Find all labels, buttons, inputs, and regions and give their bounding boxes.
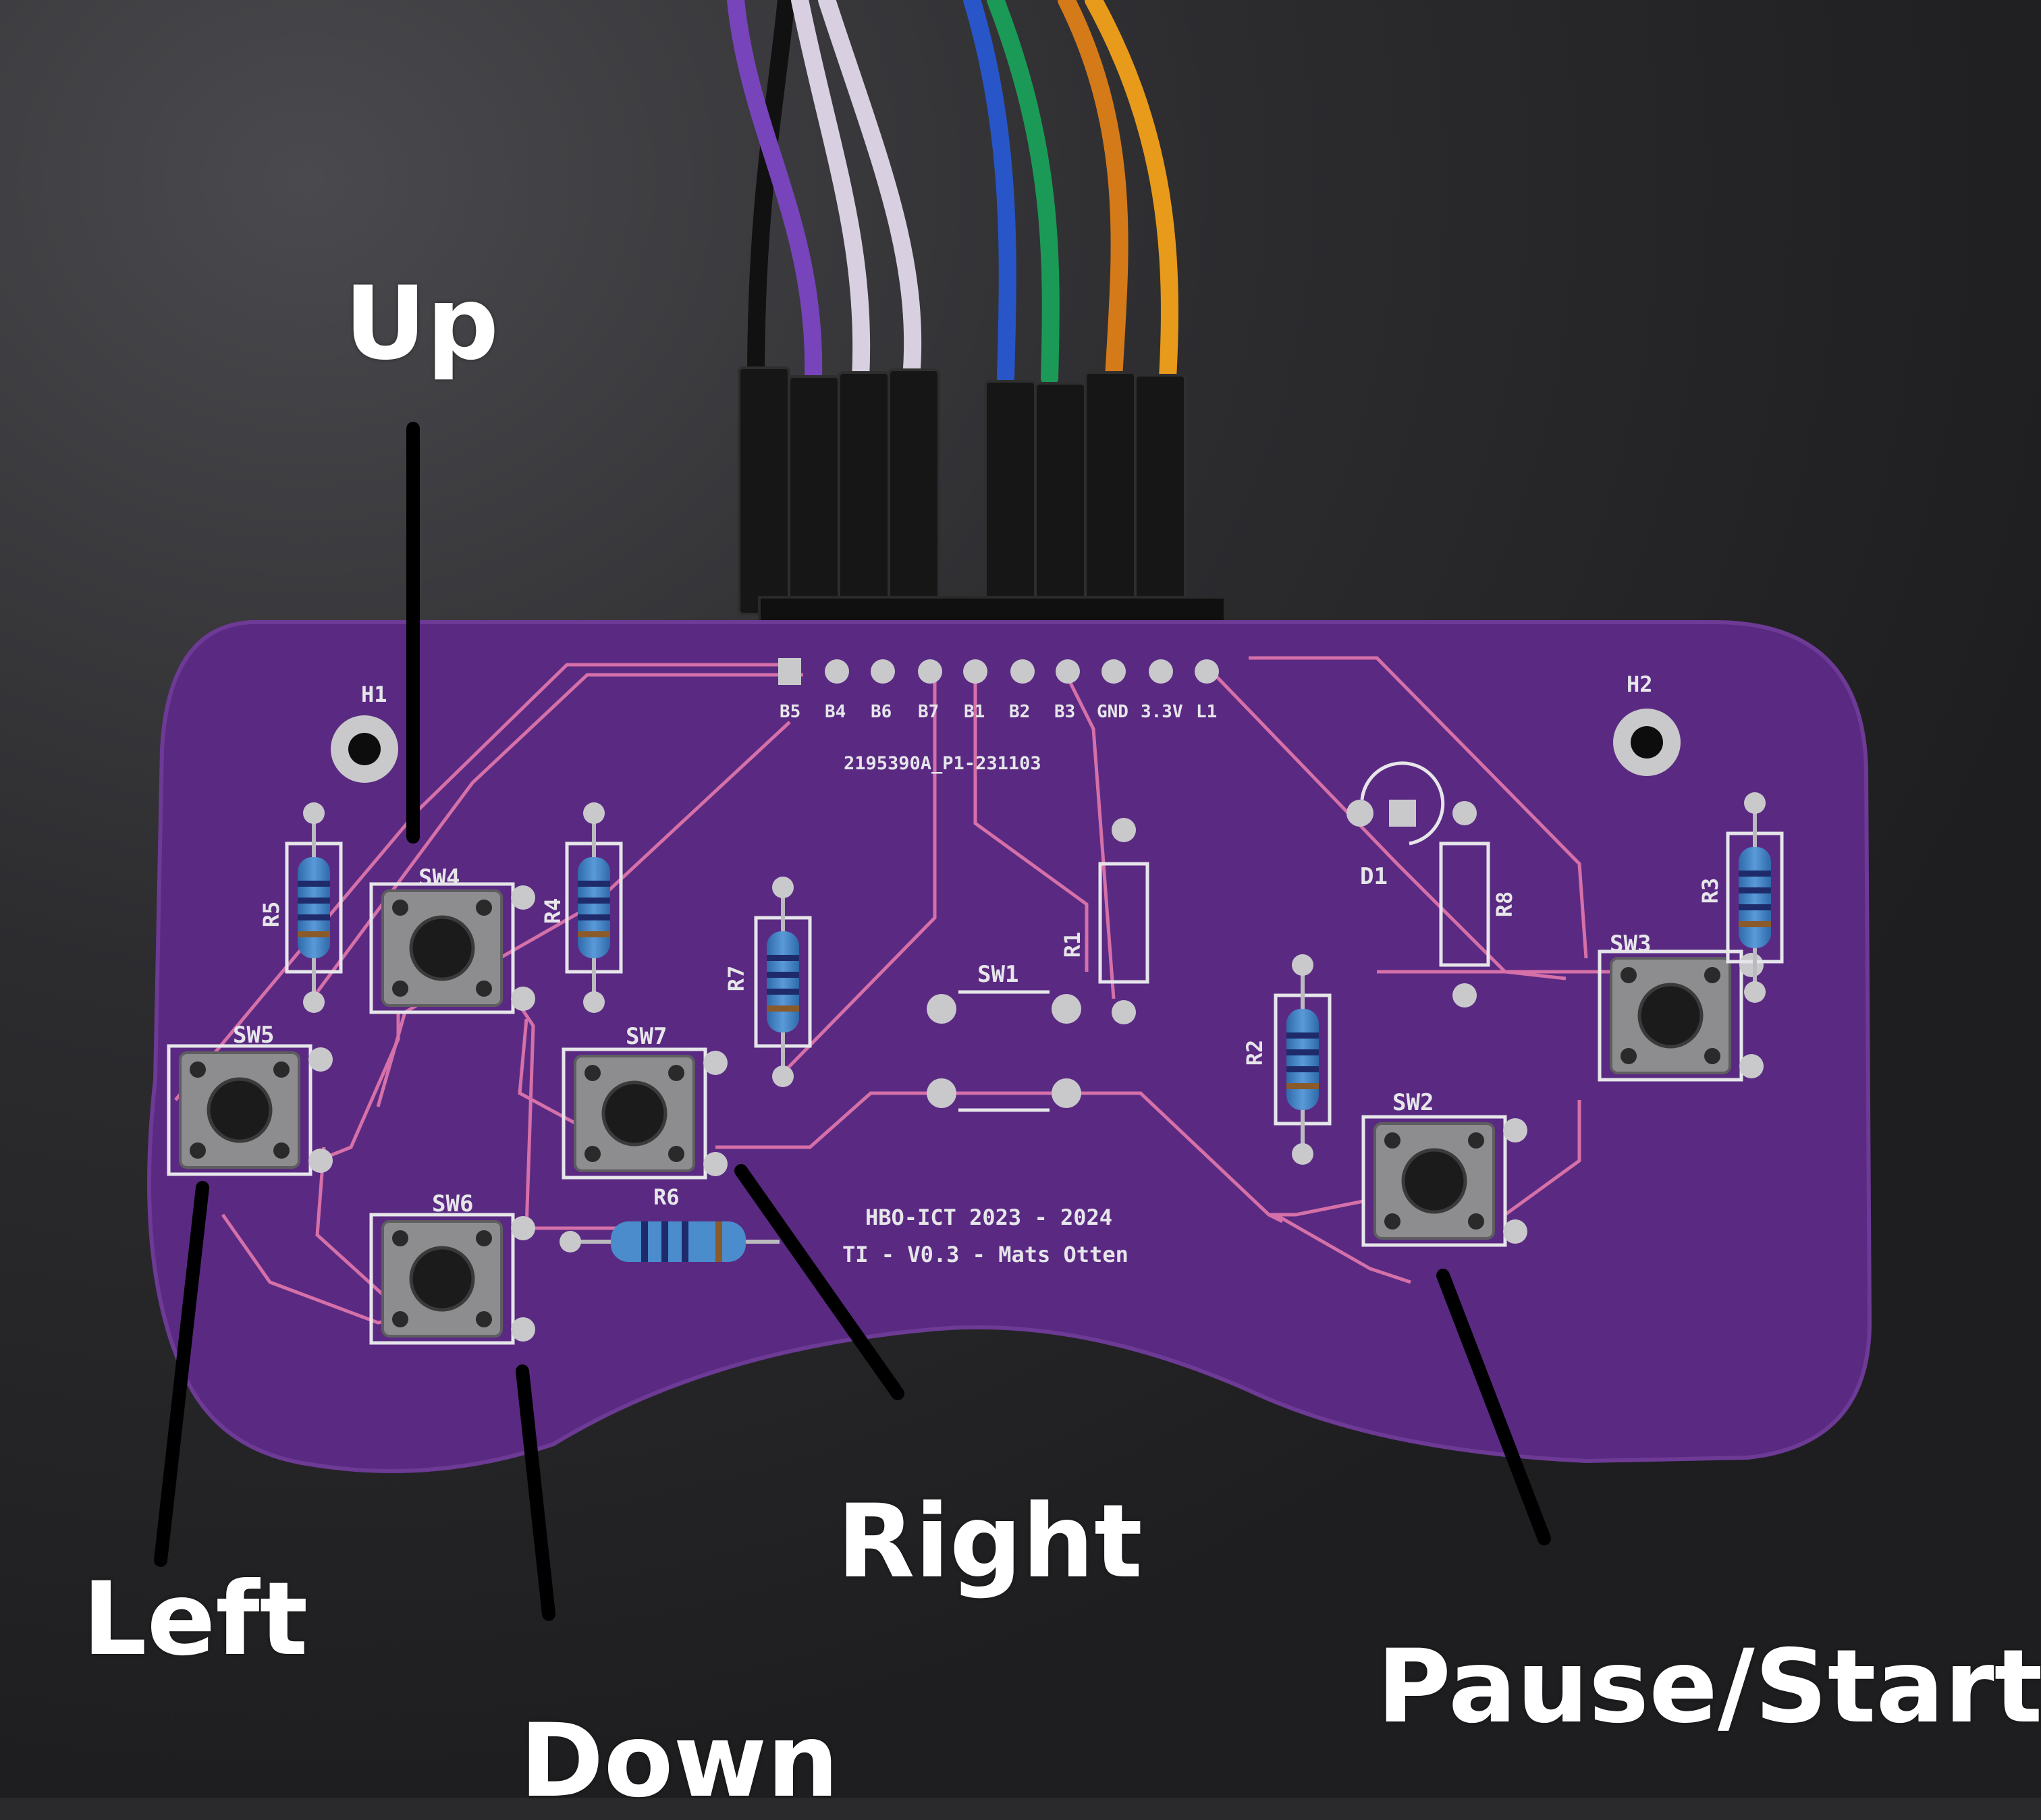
callout-up: Up: [344, 265, 499, 383]
sw5-label: SW5: [233, 1022, 274, 1049]
tactile-switch-sw3[interactable]: [1598, 949, 1764, 1082]
pin-label: B3: [1054, 702, 1075, 722]
pcb-board: [147, 620, 1872, 1473]
callout-lines: [154, 422, 1551, 1621]
credit-line-2: TI - V0.3 - Mats Otten: [842, 1242, 1128, 1267]
board-id-label: 2195390A_P1-231103: [844, 753, 1041, 774]
r5-label: R5: [258, 902, 284, 928]
r8-label: R8: [1492, 891, 1517, 918]
pin-label: GND: [1097, 702, 1128, 722]
pin-label: B5: [780, 702, 800, 722]
d1-label: D1: [1360, 863, 1388, 890]
resistor-r6: [560, 1221, 780, 1262]
h1-label: H1: [361, 682, 387, 707]
resistor-r3: [1726, 792, 1784, 1003]
sw2-label: SW2: [1392, 1089, 1434, 1116]
r3-label: R3: [1697, 878, 1723, 904]
pin-label: 3.3V: [1141, 702, 1183, 722]
mounting-holes: [331, 709, 1681, 783]
r4-label: R4: [540, 898, 566, 925]
r2-label: R2: [1242, 1040, 1268, 1066]
pin-label: B4: [825, 702, 846, 722]
led-footprint: [1346, 761, 1445, 846]
resistor-r2: [1274, 954, 1332, 1165]
resistor-r7: [754, 877, 812, 1087]
pin-label: B6: [871, 702, 892, 722]
callout-right: Right: [837, 1483, 1143, 1601]
pin-label: B1: [964, 702, 985, 722]
sw4-label: SW4: [418, 864, 460, 891]
callout-left: Left: [82, 1561, 308, 1678]
tactile-switch-sw5[interactable]: [167, 1044, 333, 1176]
tactile-switch-sw7[interactable]: [562, 1047, 728, 1180]
resistors: [285, 792, 1784, 1262]
callout-pause-start: Pause/Start: [1377, 1628, 2041, 1746]
callout-down: Down: [520, 1703, 839, 1820]
pin-label: B2: [1009, 702, 1030, 722]
ribbon-wires: [727, 0, 1178, 387]
r6-label: R6: [653, 1184, 680, 1210]
pin-label: L1: [1196, 702, 1217, 722]
pin-labels: B5 B4 B6 B7 B1 B2 B3 GND 3.3V L1: [780, 702, 1217, 722]
tactile-switches: [167, 882, 1764, 1345]
resistor-r5: [285, 802, 343, 1013]
r8-outline: [1439, 801, 1490, 1008]
sw7-label: SW7: [626, 1023, 667, 1050]
r7-label: R7: [724, 966, 749, 992]
sw1-label: SW1: [977, 961, 1018, 988]
r1-label: R1: [1060, 932, 1085, 958]
sw3-label: SW3: [1610, 931, 1651, 958]
sw6-label: SW6: [432, 1190, 473, 1217]
header-pads: [778, 658, 1219, 685]
r1-outline: [1098, 818, 1149, 1024]
resistor-r4: [565, 802, 623, 1013]
tactile-switch-sw2[interactable]: [1361, 1115, 1527, 1247]
pin-label: B7: [918, 702, 939, 722]
tactile-switch-sw6[interactable]: [369, 1213, 535, 1345]
tactile-switch-sw4[interactable]: [369, 882, 535, 1014]
sw1-footprint: [927, 990, 1081, 1112]
credit-line-1: HBO-ICT 2023 - 2024: [865, 1205, 1112, 1230]
h2-label: H2: [1627, 671, 1653, 697]
